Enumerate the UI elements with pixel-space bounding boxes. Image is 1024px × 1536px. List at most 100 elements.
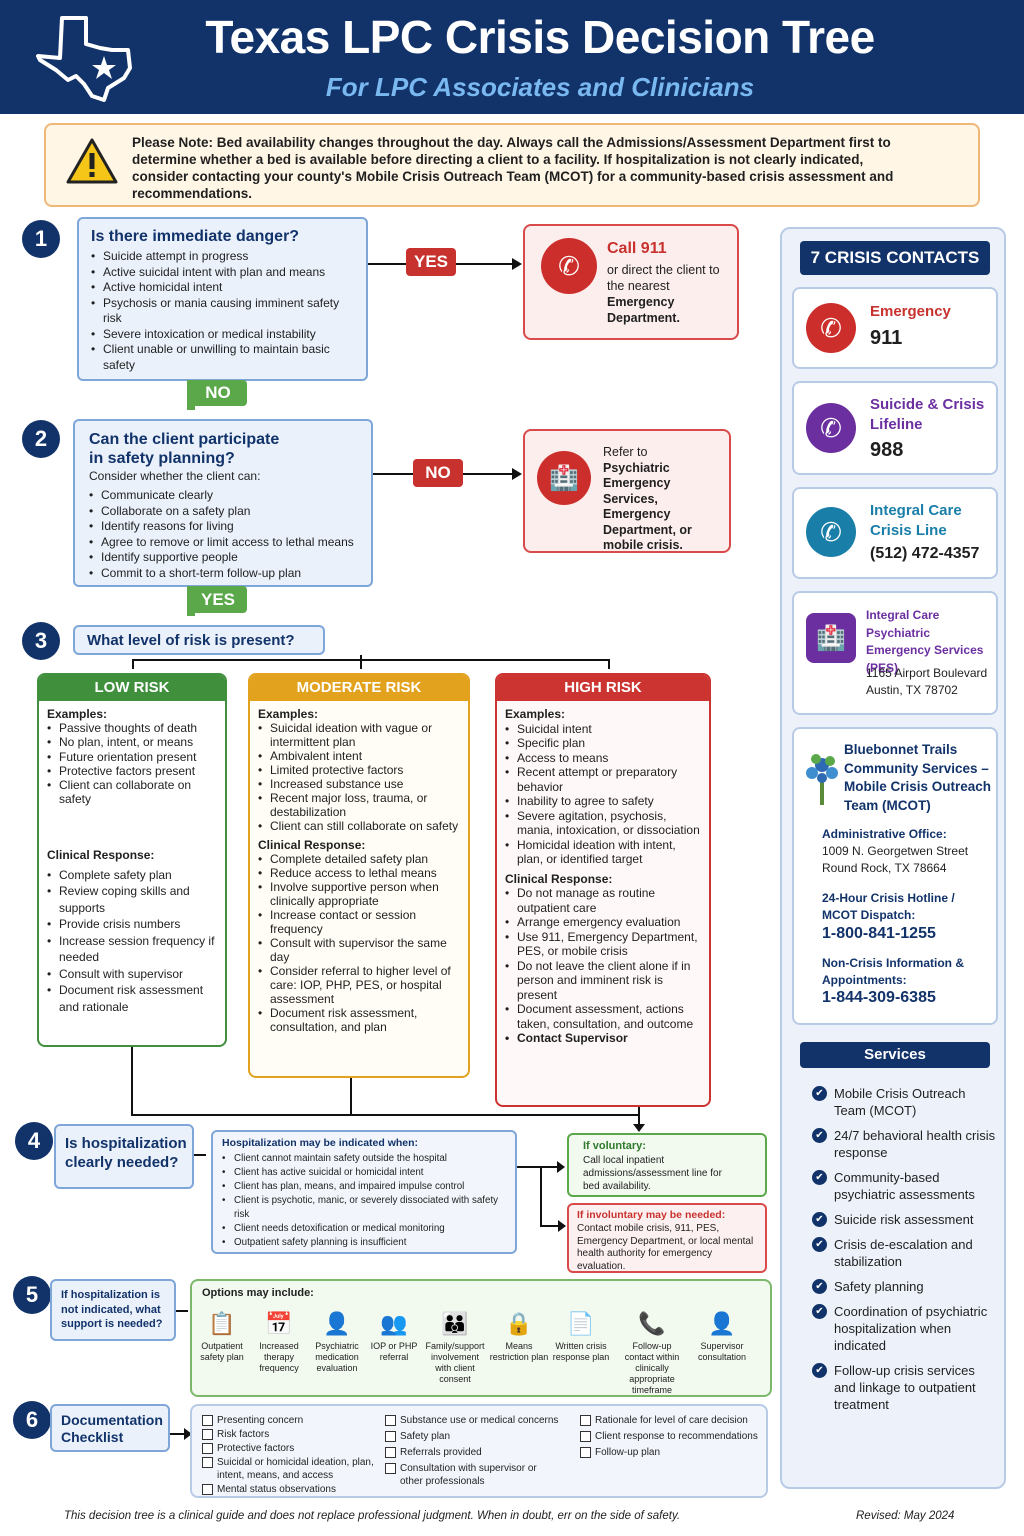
checklist-item[interactable]: Suicidal or homicidal ideation, plan, in…	[202, 1456, 377, 1482]
connector	[540, 1166, 542, 1226]
high-examples-label: Examples:	[505, 707, 566, 721]
option-label: Supervisor consultation	[697, 1341, 747, 1362]
connector	[132, 659, 134, 669]
checklist-item[interactable]: Follow-up plan	[580, 1446, 765, 1459]
checklist-item[interactable]: Protective factors	[202, 1442, 377, 1455]
tree-icon	[806, 754, 838, 805]
step-2-box: Can the client participate in safety pla…	[73, 419, 373, 587]
option-label: Family/support involvement with client c…	[425, 1341, 485, 1384]
mcot-address-line: 1009 N. Georgetwen Street	[822, 844, 969, 858]
option-family-involvement: 👪Family/support involvement with client …	[425, 1307, 485, 1385]
list-item: Increase session frequency if needed	[47, 933, 217, 966]
lock-icon: 🔒	[505, 1311, 533, 1336]
mcot-hotline-number[interactable]: 1-800-841-1255	[822, 925, 936, 942]
step-1-question: Is there immediate danger?	[91, 228, 300, 245]
documentation-checklist-box: Presenting concern Risk factors Protecti…	[190, 1404, 768, 1498]
moderate-risk-card: MODERATE RISK Examples: Suicidal ideatio…	[248, 673, 470, 1078]
option-increased-therapy: 📅Increased therapy frequency	[249, 1307, 309, 1374]
high-response-label: Clinical Response:	[505, 871, 613, 886]
option-label: Outpatient safety plan	[200, 1341, 244, 1362]
checklist-item[interactable]: Presenting concern	[202, 1414, 377, 1427]
step-6-box: Documentation Checklist	[50, 1404, 170, 1452]
service-item: Crisis de-escalation and stabilization	[812, 1236, 998, 1270]
clipboard-icon: 📋	[208, 1311, 236, 1336]
step-3-question: What level of risk is present?	[87, 632, 295, 649]
call-911-text: or direct the client to the nearest Emer…	[607, 262, 733, 326]
option-label: Written crisis response plan	[552, 1341, 610, 1362]
option-label: Increased therapy frequency	[259, 1341, 299, 1373]
arrowhead	[512, 258, 522, 270]
person-icon: 👤	[323, 1311, 351, 1336]
step-2-question: Can the client participate in safety pla…	[89, 431, 280, 467]
step-2-list: Communicate clearly Collaborate on a saf…	[89, 488, 369, 581]
list-item: Reduce access to lethal means	[258, 866, 460, 880]
checklist-item[interactable]: Rationale for level of care decision	[580, 1414, 765, 1427]
list-item: Access to means	[505, 751, 701, 766]
group-icon: 👥	[380, 1311, 408, 1336]
checklist-item[interactable]: Client response to recommendations	[580, 1430, 765, 1443]
pes-card: 🏥 Integral Care Psychiatric Emergency Se…	[792, 591, 998, 715]
criteria-title: Hospitalization may be indicated when:	[222, 1137, 419, 1149]
step-2-number: 2	[22, 420, 60, 458]
step-6-number: 6	[13, 1401, 51, 1439]
checklist-item[interactable]: Substance use or medical concerns	[385, 1414, 570, 1427]
list-item: No plan, intent, or means	[47, 735, 217, 749]
involuntary-text: Contact mobile crisis, 911, PES, Emergen…	[577, 1223, 754, 1272]
list-item: Commit to a short-term follow-up plan	[89, 566, 369, 582]
mcot-card: Bluebonnet Trails Community Services – M…	[792, 727, 998, 1025]
list-item: Homicidal ideation with intent, plan, or…	[505, 838, 701, 867]
involuntary-box: If involuntary may be needed: Contact mo…	[567, 1203, 767, 1273]
list-item: Active suicidal intent with plan and mea…	[91, 265, 361, 281]
service-item: Coordination of psychiatric hospitalizat…	[812, 1303, 998, 1354]
list-item: Identify reasons for living	[89, 519, 369, 535]
lifeline-card: ✆ Suicide & Crisis Lifeline 988	[792, 381, 998, 475]
step-4-question: Is hospitalization clearly needed?	[65, 1135, 187, 1171]
list-item: Suicidal ideation with vague or intermit…	[258, 721, 460, 749]
mcot-hotline-label: 24-Hour Crisis Hotline / MCOT Dispatch:	[822, 891, 955, 922]
voluntary-box: If voluntary: Call local inpatient admis…	[567, 1133, 767, 1197]
list-item: Client unable or unwilling to maintain b…	[91, 342, 361, 373]
arrowhead	[557, 1161, 565, 1173]
list-item: Ambivalent intent	[258, 749, 460, 763]
list-item: Protective factors present	[47, 764, 217, 778]
list-item: Complete detailed safety plan	[258, 852, 460, 866]
emergency-label: Emergency	[870, 303, 951, 320]
list-item: Passive thoughts of death	[47, 721, 217, 735]
integral-number[interactable]: (512) 472-4357	[870, 545, 980, 562]
step-5-box: If hospitalization is not indicated, wha…	[50, 1279, 176, 1341]
list-item: Communicate clearly	[89, 488, 369, 504]
low-response-list: Complete safety plan Review coping skill…	[47, 867, 217, 1016]
voluntary-title: If voluntary:	[583, 1140, 646, 1152]
texas-star-icon	[36, 16, 132, 102]
lifeline-number[interactable]: 988	[870, 439, 904, 461]
emergency-number[interactable]: 911	[870, 327, 903, 349]
step-3-box: What level of risk is present?	[73, 625, 325, 655]
low-examples-label: Examples:	[47, 707, 108, 721]
integral-label: Integral Care Crisis Line	[870, 502, 962, 539]
checklist-item[interactable]: Consultation with supervisor or other pr…	[385, 1462, 545, 1488]
step-6-title: Documentation Checklist	[61, 1412, 163, 1445]
moderate-response-label: Clinical Response:	[258, 838, 366, 852]
checklist-item[interactable]: Safety plan	[385, 1430, 570, 1443]
lifeline-label: Suicide & Crisis Lifeline	[870, 396, 985, 433]
checklist-item[interactable]: Mental status observations	[202, 1483, 377, 1496]
mcot-noncrisis-number[interactable]: 1-844-309-6385	[822, 989, 936, 1006]
header-banner: Texas LPC Crisis Decision Tree For LPC A…	[0, 0, 1024, 114]
list-item: Client needs detoxification or medical m…	[222, 1222, 514, 1236]
list-item: Use 911, Emergency Department, PES, or m…	[505, 930, 701, 959]
sidebar-title: 7 CRISIS CONTACTS	[800, 241, 990, 275]
list-item: Recent major loss, trauma, or destabiliz…	[258, 791, 460, 819]
list-item: Collaborate on a safety plan	[89, 504, 369, 520]
checklist-item[interactable]: Referrals provided	[385, 1446, 570, 1459]
call-911-desc: or direct the client to the nearest	[607, 263, 720, 293]
step-5-question: If hospitalization is not indicated, wha…	[61, 1289, 163, 1330]
list-item: Client has plan, means, and impaired imp…	[222, 1180, 514, 1194]
mcot-address-line: Round Rock, TX 78664	[822, 861, 947, 875]
bed-availability-note: Please Note: Bed availability changes th…	[44, 123, 980, 207]
checklist-item[interactable]: Risk factors	[202, 1428, 377, 1441]
moderate-response-list: Complete detailed safety plan Reduce acc…	[258, 852, 460, 1034]
list-item: Agree to remove or limit access to letha…	[89, 535, 369, 551]
moderate-examples-list: Suicidal ideation with vague or intermit…	[258, 721, 460, 833]
